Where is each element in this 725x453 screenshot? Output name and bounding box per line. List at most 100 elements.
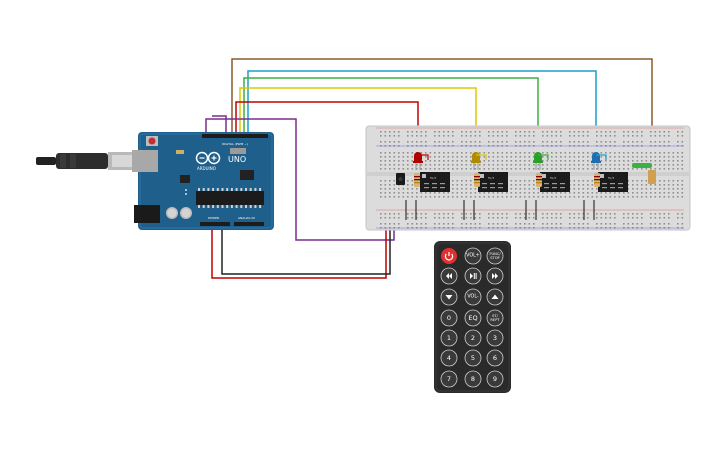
remote-button-label: 9: [493, 375, 497, 383]
led[interactable]: [591, 152, 607, 170]
play-pause-button[interactable]: [464, 267, 482, 285]
ir-receiver[interactable]: [396, 173, 405, 185]
brand-label: UNO: [228, 155, 246, 164]
chip-pins: [198, 188, 262, 208]
play-pause-icon: [470, 273, 477, 279]
remote-button-label: VOL-: [467, 294, 479, 300]
remote-button-label: 5: [471, 354, 475, 362]
up-icon: [491, 294, 499, 299]
diode[interactable]: [632, 163, 652, 168]
remote-buttons: VOL+ FUNC/STOP VOL- 0 EQ ST/REPT 1 2 3 4 5 6 7 8 9: [440, 247, 504, 388]
digital-header[interactable]: [202, 134, 268, 138]
remote-button-vol-[interactable]: VOL-: [464, 288, 482, 306]
usb-plug-tip: [36, 157, 56, 165]
rewind-icon: [446, 273, 452, 279]
remote-button-func-stop[interactable]: FUNC/STOP: [486, 247, 504, 265]
relay[interactable]: 5V/5: [478, 172, 508, 192]
remote-button-8[interactable]: 8: [464, 370, 482, 388]
resistor-right[interactable]: [648, 170, 656, 184]
relay[interactable]: 5V/5: [598, 172, 628, 192]
remote-button-label: REPT: [490, 318, 500, 322]
remote-button-0[interactable]: 0: [440, 309, 458, 327]
remote-button-7[interactable]: 7: [440, 370, 458, 388]
resistor[interactable]: [474, 173, 480, 187]
resistors: [414, 173, 600, 187]
remote-button-label: 1: [447, 334, 451, 342]
analog-label: ANALOG IN: [238, 216, 255, 220]
remote-button-label: 4: [447, 354, 451, 362]
arduino-logo-icon: [195, 151, 221, 165]
relay-label: 5V/5: [608, 176, 615, 180]
rewind-button[interactable]: [440, 267, 458, 285]
wire-purple-ir[interactable]: [212, 115, 227, 135]
relay-wires: [463, 200, 475, 220]
power-jack: [134, 205, 160, 223]
remote-button-label: FUNC/: [489, 252, 501, 256]
wires: [205, 58, 653, 279]
remote-button-6[interactable]: 6: [486, 349, 504, 367]
remote-button-label: 6: [493, 354, 497, 362]
wire-green[interactable]: [243, 77, 539, 155]
remote-button-1[interactable]: 1: [440, 329, 458, 347]
power-button[interactable]: [441, 248, 457, 264]
remote-button-label: VOL+: [466, 253, 480, 259]
remote-button-label: 0: [447, 314, 451, 322]
resistor[interactable]: [414, 173, 420, 187]
small-chip: [180, 175, 190, 183]
wire-cyan[interactable]: [247, 70, 597, 155]
remote-button-st-rept[interactable]: ST/REPT: [486, 309, 504, 327]
remote-button-label: 8: [471, 375, 475, 383]
remote-button-5[interactable]: 5: [464, 349, 482, 367]
remote-button-eq[interactable]: EQ: [464, 309, 482, 327]
remote-button-label: ST/: [492, 314, 498, 318]
led[interactable]: [471, 152, 487, 170]
leds: [413, 152, 607, 170]
usb-jack: [132, 150, 158, 172]
down-icon: [445, 295, 453, 300]
usb-cable: [36, 152, 138, 170]
up-button[interactable]: [486, 288, 504, 306]
power-label: POWER: [208, 216, 219, 220]
fast-forward-button[interactable]: [486, 267, 504, 285]
relay-label: 5V/5: [488, 176, 495, 180]
analog-header[interactable]: [234, 222, 264, 226]
power-header[interactable]: [200, 222, 230, 226]
atmega-chip: [196, 191, 264, 205]
relay-wires: [405, 200, 417, 220]
wire-yellow[interactable]: [239, 87, 477, 155]
remote-button-9[interactable]: 9: [486, 370, 504, 388]
remote-button-2[interactable]: 2: [464, 329, 482, 347]
relay-label: 5V/5: [430, 176, 437, 180]
led[interactable]: [413, 152, 429, 170]
remote-button-vol-[interactable]: VOL+: [464, 247, 482, 265]
relay-label: 5V/5: [550, 176, 557, 180]
wire-black-gnd[interactable]: [221, 210, 391, 275]
remote-button-3[interactable]: 3: [486, 329, 504, 347]
relay[interactable]: 5V/5: [420, 172, 450, 192]
fast-forward-icon: [492, 273, 498, 279]
wire-red-5v[interactable]: [211, 210, 387, 279]
relay[interactable]: 5V/5: [540, 172, 570, 192]
maker-label: ARDUINO: [197, 166, 216, 171]
relays: 5V/5 5V/5 5V/5 5V/5: [405, 172, 628, 220]
arduino-board[interactable]: UNO ARDUINO DIGITAL (PWM ~) POWER ANALOG…: [132, 132, 274, 230]
relay-wires: [583, 200, 595, 220]
usb-chip: [240, 170, 254, 180]
digital-header-label: DIGITAL (PWM ~): [222, 142, 248, 146]
remote-button-label: STOP: [490, 256, 500, 260]
led[interactable]: [533, 152, 549, 170]
down-button[interactable]: [440, 288, 458, 306]
wire-brown[interactable]: [231, 58, 653, 165]
remote-button-label: EQ: [468, 314, 477, 322]
remote-button-label: 7: [447, 375, 451, 383]
remote-button-label: 2: [471, 334, 475, 342]
ir-remote[interactable]: VOL+ FUNC/STOP VOL- 0 EQ ST/REPT 1 2 3 4 5 6 7 8 9: [434, 241, 511, 393]
remote-button-label: 3: [493, 334, 497, 342]
power-icon: [444, 252, 454, 261]
remote-button-4[interactable]: 4: [440, 349, 458, 367]
resistor[interactable]: [594, 173, 600, 187]
wire-purple-gnd[interactable]: [205, 118, 395, 241]
resistor[interactable]: [536, 173, 542, 187]
